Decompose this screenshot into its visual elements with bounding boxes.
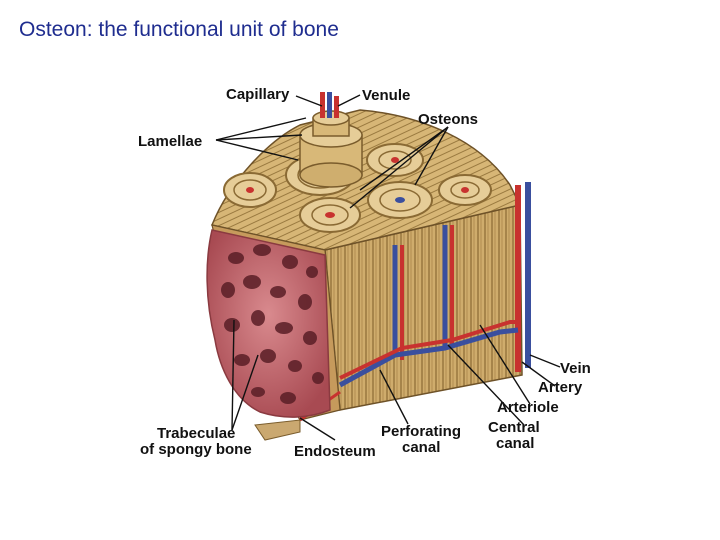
- page-title: Osteon: the functional unit of bone: [19, 18, 339, 41]
- protruding-osteon: [299, 92, 363, 188]
- label-perforating-canal-line1: Perforating: [381, 423, 461, 440]
- label-artery: Artery: [538, 379, 583, 396]
- label-lamellae: Lamellae: [138, 133, 202, 150]
- spongy-bone: [206, 229, 331, 441]
- label-central-canal-line2: canal: [496, 435, 534, 452]
- label-central-canal-line1: Central: [488, 419, 540, 436]
- leader-lines: [215, 94, 561, 441]
- label-trabeculae-line1: Trabeculae: [157, 425, 235, 442]
- label-trabeculae-line2: of spongy bone: [140, 441, 252, 458]
- blood-vessels: [299, 182, 531, 422]
- osteons-top: [223, 143, 492, 233]
- label-osteons: Osteons: [418, 111, 478, 128]
- compact-bone-block: [210, 109, 523, 421]
- label-vein: Vein: [560, 360, 591, 377]
- label-venule: Venule: [362, 87, 410, 104]
- label-endosteum: Endosteum: [294, 443, 376, 460]
- trabecula-strut: [254, 419, 301, 441]
- label-arteriole: Arteriole: [497, 399, 559, 416]
- label-capillary: Capillary: [226, 86, 290, 103]
- perforating-canal-vessel-2: [339, 320, 518, 380]
- perforating-canal-vessel-1: [338, 327, 519, 388]
- label-perforating-canal-line2: canal: [402, 439, 440, 456]
